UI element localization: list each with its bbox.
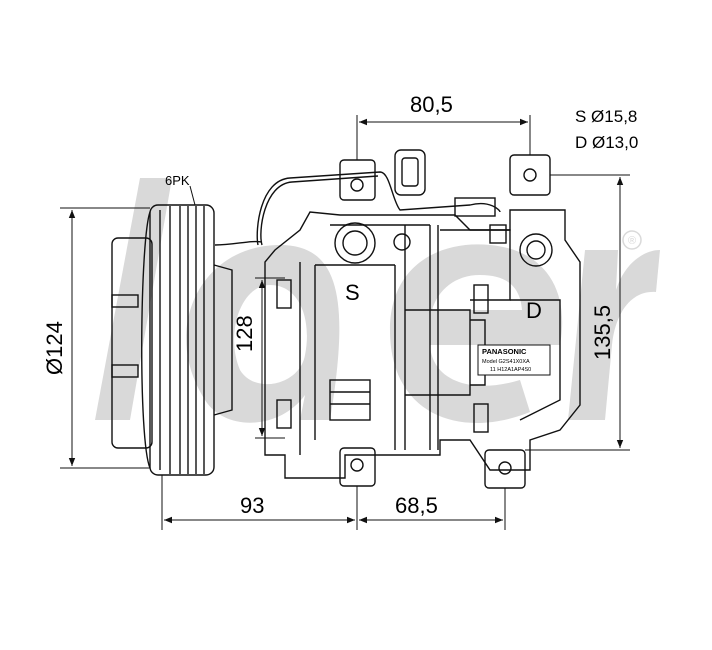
width-68-label: 68,5	[395, 493, 438, 518]
watermark-letter-shape	[95, 178, 172, 420]
bolt	[276, 279, 292, 309]
compressor-body	[214, 149, 581, 489]
mounting-ear	[339, 159, 376, 201]
suction-label: S	[345, 280, 360, 305]
width-93-label: 93	[240, 493, 264, 518]
electric-connector	[394, 149, 426, 196]
nameplate-serial: 11 H12A1AP4S0	[490, 367, 531, 373]
connector-bracket	[454, 197, 496, 217]
valve-body	[489, 224, 507, 244]
clutch-plate	[111, 237, 153, 449]
clutch-rivet	[111, 364, 139, 378]
watermark-letter-shape	[568, 250, 660, 420]
nameplate-model: Model G2S41X0XA	[482, 359, 530, 365]
nameplate: PANASONIC Model G2S41X0XA 11 H12A1AP4S0	[477, 344, 551, 376]
watermark-letter-shape	[186, 245, 340, 423]
bolt	[473, 403, 489, 433]
pulley-body	[149, 204, 215, 476]
height-128-label: 128	[232, 315, 257, 352]
pulley-diameter-label: Ø124	[42, 321, 67, 375]
width-80-label: 80,5	[410, 92, 453, 117]
spec-suction: S Ø15,8	[575, 107, 637, 126]
bolt	[473, 284, 489, 314]
spec-discharge: D Ø13,0	[575, 133, 638, 152]
registered-mark: ®	[628, 235, 636, 247]
suction-port	[334, 222, 376, 264]
height-135-label: 135,5	[590, 305, 615, 360]
clutch-rivet	[111, 294, 139, 308]
discharge-label: D	[526, 298, 542, 323]
dimension-lines	[60, 115, 630, 530]
watermark-logo	[95, 178, 660, 423]
pulley	[111, 204, 233, 476]
mounting-ear	[484, 449, 526, 489]
discharge-port	[519, 233, 553, 267]
bolt	[276, 399, 292, 429]
mounting-ear	[509, 154, 551, 196]
compressor-outline	[264, 209, 581, 479]
watermark-letter-shape	[390, 244, 563, 423]
nameplate-brand: PANASONIC	[482, 347, 527, 356]
belt-label: 6PK	[165, 173, 190, 188]
body-cover	[329, 379, 371, 421]
